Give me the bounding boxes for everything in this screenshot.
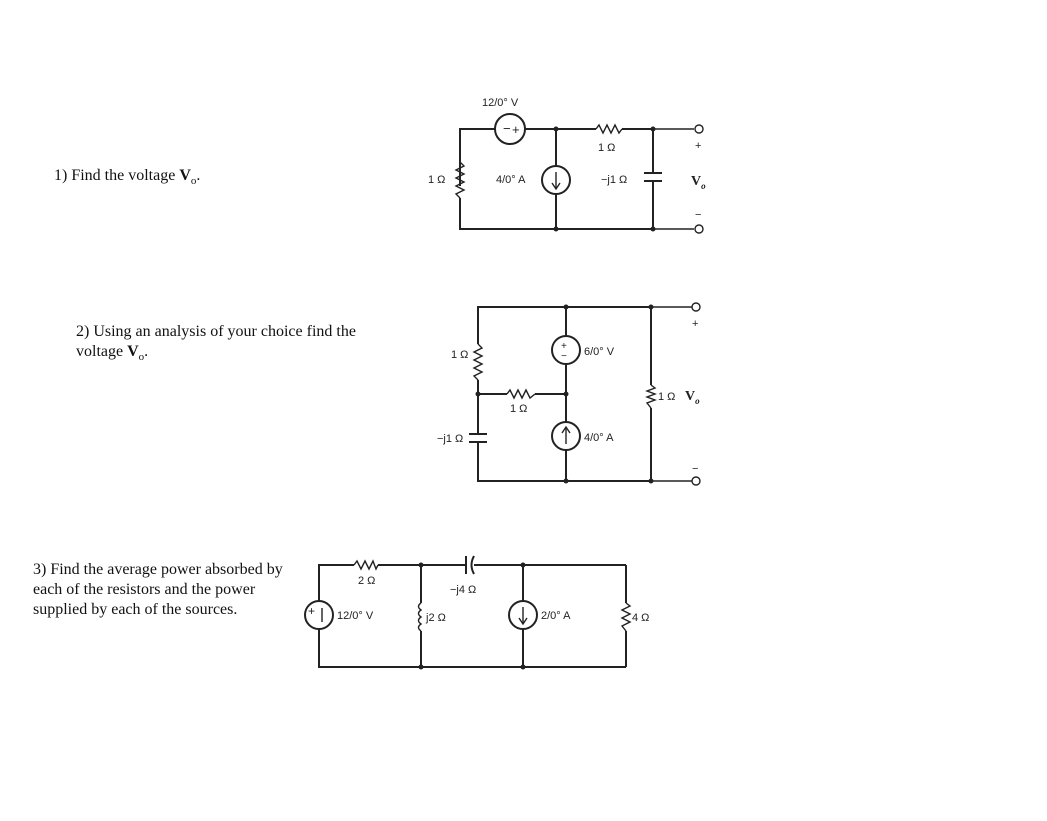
c2-node (563, 478, 569, 484)
c3-wire-bottom (318, 629, 626, 668)
c2-terminal-plus: + (692, 318, 698, 330)
c1-resistor-top (595, 123, 623, 135)
c2-terminal-bottom (691, 476, 701, 486)
c3-vs-plus-sign: + (308, 604, 315, 618)
c3-label-capacitor: −j4 Ω (450, 584, 476, 596)
c3-voltage-source (304, 600, 334, 630)
c1-cs-arrow-head (551, 182, 561, 191)
c2-vs-plus-sign: + (561, 341, 567, 352)
c3-label-csource: 2/0° A (541, 610, 571, 622)
problem-3-text: Find the average power absorbed by each … (33, 561, 283, 618)
c2-terminal-top (691, 302, 701, 312)
c3-resistor-top (353, 559, 379, 571)
c2-node (563, 304, 569, 310)
c1-label-r-left: 1 Ω (428, 174, 445, 186)
c3-label-vsource: 12/0° V (337, 610, 374, 622)
c1-terminal-bottom (694, 224, 704, 234)
c2-vs-minus-sign: − (561, 351, 567, 362)
c1-label-r-top: 1 Ω (598, 142, 615, 154)
problem-3: 3) Find the average power absorbed by ea… (33, 560, 283, 620)
c3-cs-arrow-head (518, 617, 528, 626)
c3-label-r-right: 4 Ω (632, 612, 649, 624)
c3-inductor (417, 602, 423, 632)
problem-1-sub: o (190, 175, 197, 188)
c2-node (648, 304, 654, 310)
problem-1-number: 1) (54, 167, 68, 184)
c2-voltage-source (551, 335, 581, 365)
c2-node (563, 391, 569, 397)
c2-label-vsource: 6/0° V (584, 346, 615, 358)
c1-node (553, 126, 559, 132)
c1-voltage-source (494, 113, 526, 145)
problem-2-sub: o (138, 351, 145, 364)
problem-1-end: . (196, 167, 201, 184)
c2-label-r-left: 1 Ω (451, 349, 468, 361)
problem-2: 2) Using an analysis of your choice find… (76, 322, 406, 367)
c2-terminal-minus: − (692, 463, 698, 475)
c1-resistor-left (454, 161, 466, 199)
c3-resistor-right (620, 602, 632, 632)
problem-1: 1) Find the voltage Vo. (54, 166, 200, 191)
c1-node (553, 226, 559, 232)
c3-wire-left-top (318, 564, 354, 601)
c1-label-csource: 4/0° A (496, 174, 526, 186)
c3-node (418, 562, 424, 568)
circuit-3: + 12/0° V 2 Ω −j4 Ω j2 Ω 2/0° A 4 Ω (304, 555, 649, 670)
c2-vo-sub: o (695, 396, 700, 406)
c1-wire-left-top (459, 128, 495, 186)
circuit-1: 1 Ω − + 12/0° V 1 Ω 4/0° A −j1 Ω + − Vo (428, 97, 706, 234)
c2-vo-label: Vo (685, 389, 700, 406)
c3-cap-plate-right (470, 555, 475, 575)
c1-current-source (541, 165, 571, 195)
circuit-2: 1 Ω −j1 Ω 1 Ω + − 6/0° V 4/0° A 1 Ω + − (437, 302, 701, 486)
c2-current-source (551, 421, 581, 451)
c1-terminal-minus: − (695, 209, 701, 221)
c2-node (475, 391, 481, 397)
c3-label-inductor: j2 Ω (425, 612, 446, 624)
c1-label-capacitor: −j1 Ω (601, 174, 627, 186)
problem-2-text: Using an analysis of your choice find th… (76, 323, 356, 360)
c1-vo-letter: V (691, 174, 701, 189)
c2-vo-letter: V (685, 389, 695, 404)
c3-node (520, 664, 526, 670)
c3-node (418, 664, 424, 670)
c2-resistor-left (472, 343, 484, 381)
c2-wire-bottom (477, 442, 651, 482)
c3-node (520, 562, 526, 568)
problem-1-text: Find the voltage (67, 167, 180, 184)
c2-label-capacitor: −j1 Ω (437, 433, 463, 445)
c1-vo-label: Vo (691, 174, 706, 191)
c2-resistor-right (645, 384, 657, 409)
c2-label-r-right: 1 Ω (658, 391, 675, 403)
c3-label-r-top: 2 Ω (358, 575, 375, 587)
c1-node (650, 126, 656, 132)
c1-vs-minus-sign: − (503, 121, 511, 136)
c1-terminal-plus: + (695, 140, 701, 152)
c1-terminal-top (694, 124, 704, 134)
c1-vo-sub: o (701, 181, 706, 191)
c2-resistor-mid (506, 388, 536, 400)
c1-label-vsource: 12/0° V (482, 97, 519, 109)
problem-2-var: V (127, 343, 139, 360)
c1-vs-plus-sign: + (512, 122, 520, 137)
problem-3-number: 3) (33, 561, 47, 578)
c2-wire-top (477, 306, 651, 340)
c1-wire-bottom (459, 198, 653, 230)
c2-label-csource: 4/0° A (584, 432, 614, 444)
c3-current-source (508, 600, 538, 630)
c2-cs-arrow-head (561, 425, 571, 434)
problem-1-var: V (179, 167, 191, 184)
problem-2-number: 2) (76, 323, 90, 340)
c1-node (650, 226, 656, 232)
c2-label-r-mid: 1 Ω (510, 403, 527, 415)
problem-2-end: . (144, 343, 149, 360)
c2-node (648, 478, 654, 484)
